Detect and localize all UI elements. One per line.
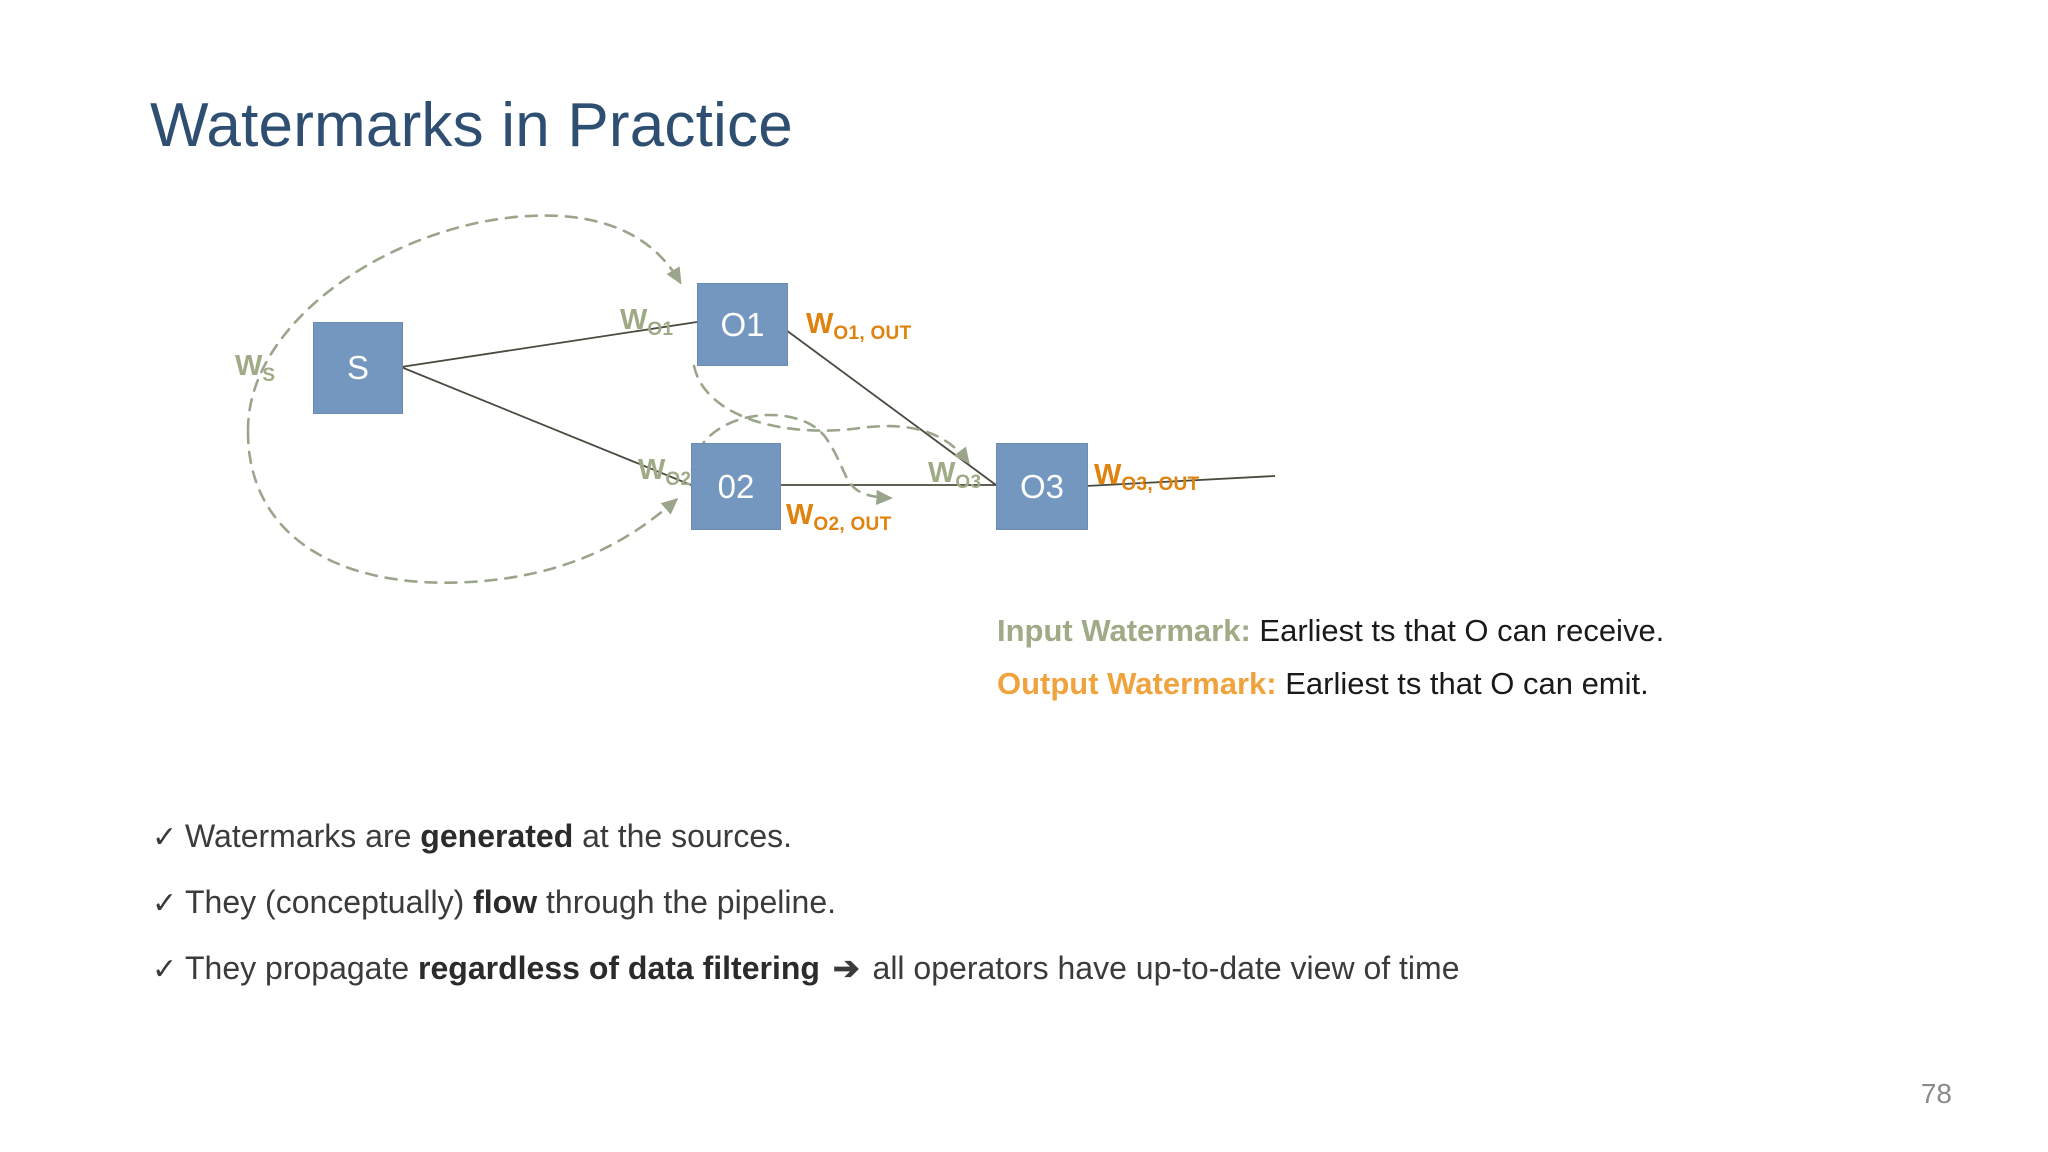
definition-desc-output: Earliest ts that O can emit. [1285, 666, 1649, 702]
label-watermark-o2-in: WO2 [638, 454, 692, 490]
label-watermark-o3-in: WO3 [928, 457, 982, 493]
curve-o1out-to-o3 [692, 364, 970, 465]
page-title: Watermarks in Practice [150, 91, 793, 160]
edge-s-to-o1 [400, 321, 698, 368]
checkmark-icon: ✓ [152, 821, 178, 854]
definition-desc-input: Earliest ts that O can receive. [1259, 613, 1665, 648]
definition-term-output: Output Watermark: [997, 666, 1277, 702]
bullet-emphasis: regardless of data filtering [418, 950, 820, 986]
page-number: 78 [1920, 1078, 1952, 1109]
edge-s-to-o2 [400, 366, 692, 486]
list-item: ✓ They (conceptually) flow through the p… [152, 886, 1912, 919]
bullet-post: through the pipeline. [537, 884, 836, 920]
bullet-list: ✓ Watermarks are generated at the source… [152, 820, 1912, 1018]
label-watermark-o1-in: WO1 [620, 304, 674, 340]
definition-term-input: Input Watermark: [997, 613, 1251, 648]
label-watermark-source: WS [235, 350, 276, 386]
definition-input-watermark: Input Watermark: Earliest ts that O can … [997, 604, 1897, 657]
checkmark-icon: ✓ [152, 887, 178, 920]
list-item-text: They propagate regardless of data filter… [185, 952, 1459, 984]
list-item: ✓ Watermarks are generated at the source… [152, 820, 1912, 853]
bullet-pre: They propagate [185, 950, 419, 986]
watermark-definitions: Input Watermark: Earliest ts that O can … [997, 604, 1897, 711]
bullet-post [820, 950, 829, 986]
bullet-pre: They (conceptually) [185, 884, 474, 920]
edge-o3-output [1085, 475, 1276, 487]
curve-ws-to-o1 [246, 214, 682, 432]
bullet-emphasis: flow [473, 884, 538, 920]
label-watermark-o3-out: WO3, OUT [1094, 459, 1200, 495]
bullet-tail: all operators have up-to-date view of ti… [863, 950, 1460, 986]
node-operator-o1[interactable]: O1 [697, 283, 788, 366]
curve-ws-to-o2 [246, 430, 679, 585]
bullet-emphasis: generated [420, 818, 574, 854]
bullet-pre: Watermarks are [185, 818, 421, 854]
data-flow-edges [400, 321, 1276, 487]
checkmark-icon: ✓ [152, 953, 178, 986]
diagram-edges-svg [246, 214, 1276, 585]
list-item-text: They (conceptually) flow through the pip… [185, 886, 836, 918]
label-watermark-o1-out: WO1, OUT [806, 308, 912, 344]
node-operator-o3[interactable]: O3 [996, 443, 1088, 530]
right-arrow-icon: ➔ [832, 950, 860, 986]
definition-output-watermark: Output Watermark: Earliest ts that O can… [997, 657, 1897, 710]
bullet-post: at the sources. [573, 818, 793, 854]
watermark-propagation-curves [246, 214, 970, 585]
list-item-text: Watermarks are generated at the sources. [185, 820, 792, 852]
node-source[interactable]: S [313, 322, 403, 414]
watermark-pipeline-diagram: S O1 02 O3 WS WO1 WO2 WO3 WO1, OUT WO2, … [0, 170, 1400, 590]
node-operator-o2[interactable]: 02 [691, 443, 781, 530]
label-watermark-o2-out: WO2, OUT [786, 499, 892, 535]
curve-o2out-to-o3 [690, 413, 894, 506]
list-item: ✓ They propagate regardless of data filt… [152, 952, 1912, 985]
